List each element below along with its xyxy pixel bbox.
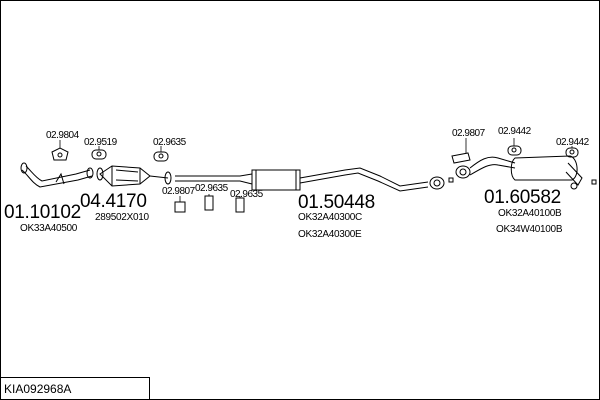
oe-number: OK32A40100B xyxy=(498,208,562,219)
small-part-number: 02.9635 xyxy=(153,137,186,148)
front-pipe-drawing xyxy=(20,162,94,188)
small-part-number: 02.9519 xyxy=(84,137,117,148)
rear-silencer-drawing xyxy=(455,155,583,190)
part-number-catalytic-converter: 04.4170 xyxy=(80,191,147,212)
small-part-number: 02.9442 xyxy=(556,137,589,148)
small-part-number: 02.9635 xyxy=(195,183,228,194)
small-part-number: 02.9807 xyxy=(452,128,485,139)
small-part-number: 02.9635 xyxy=(230,189,263,200)
oe-number: OK34W40100B xyxy=(496,224,563,235)
part-number-rear-silencer: 01.60582 xyxy=(484,187,561,208)
part-number-front-pipe: 01.10102 xyxy=(4,202,81,223)
part-number-center-pipe: 01.50448 xyxy=(298,192,375,213)
footer-code: KIA092968A xyxy=(4,382,72,396)
oe-number: OK32A40300E xyxy=(298,229,362,240)
small-part-number: 02.9807 xyxy=(162,186,195,197)
catalytic-converter-drawing xyxy=(96,165,172,187)
center-pipe-drawing xyxy=(175,167,445,192)
oe-number: OK32A40300C xyxy=(298,212,362,223)
leader-lines xyxy=(59,138,573,202)
footer-code-box: KIA092968A xyxy=(0,377,150,399)
oe-number: OK33A40500 xyxy=(20,223,78,234)
small-part-number: 02.9442 xyxy=(498,126,531,137)
small-part-number: 02.9804 xyxy=(46,130,79,141)
oe-number: 289502X010 xyxy=(95,212,149,223)
small-parts-drawing xyxy=(51,145,597,213)
